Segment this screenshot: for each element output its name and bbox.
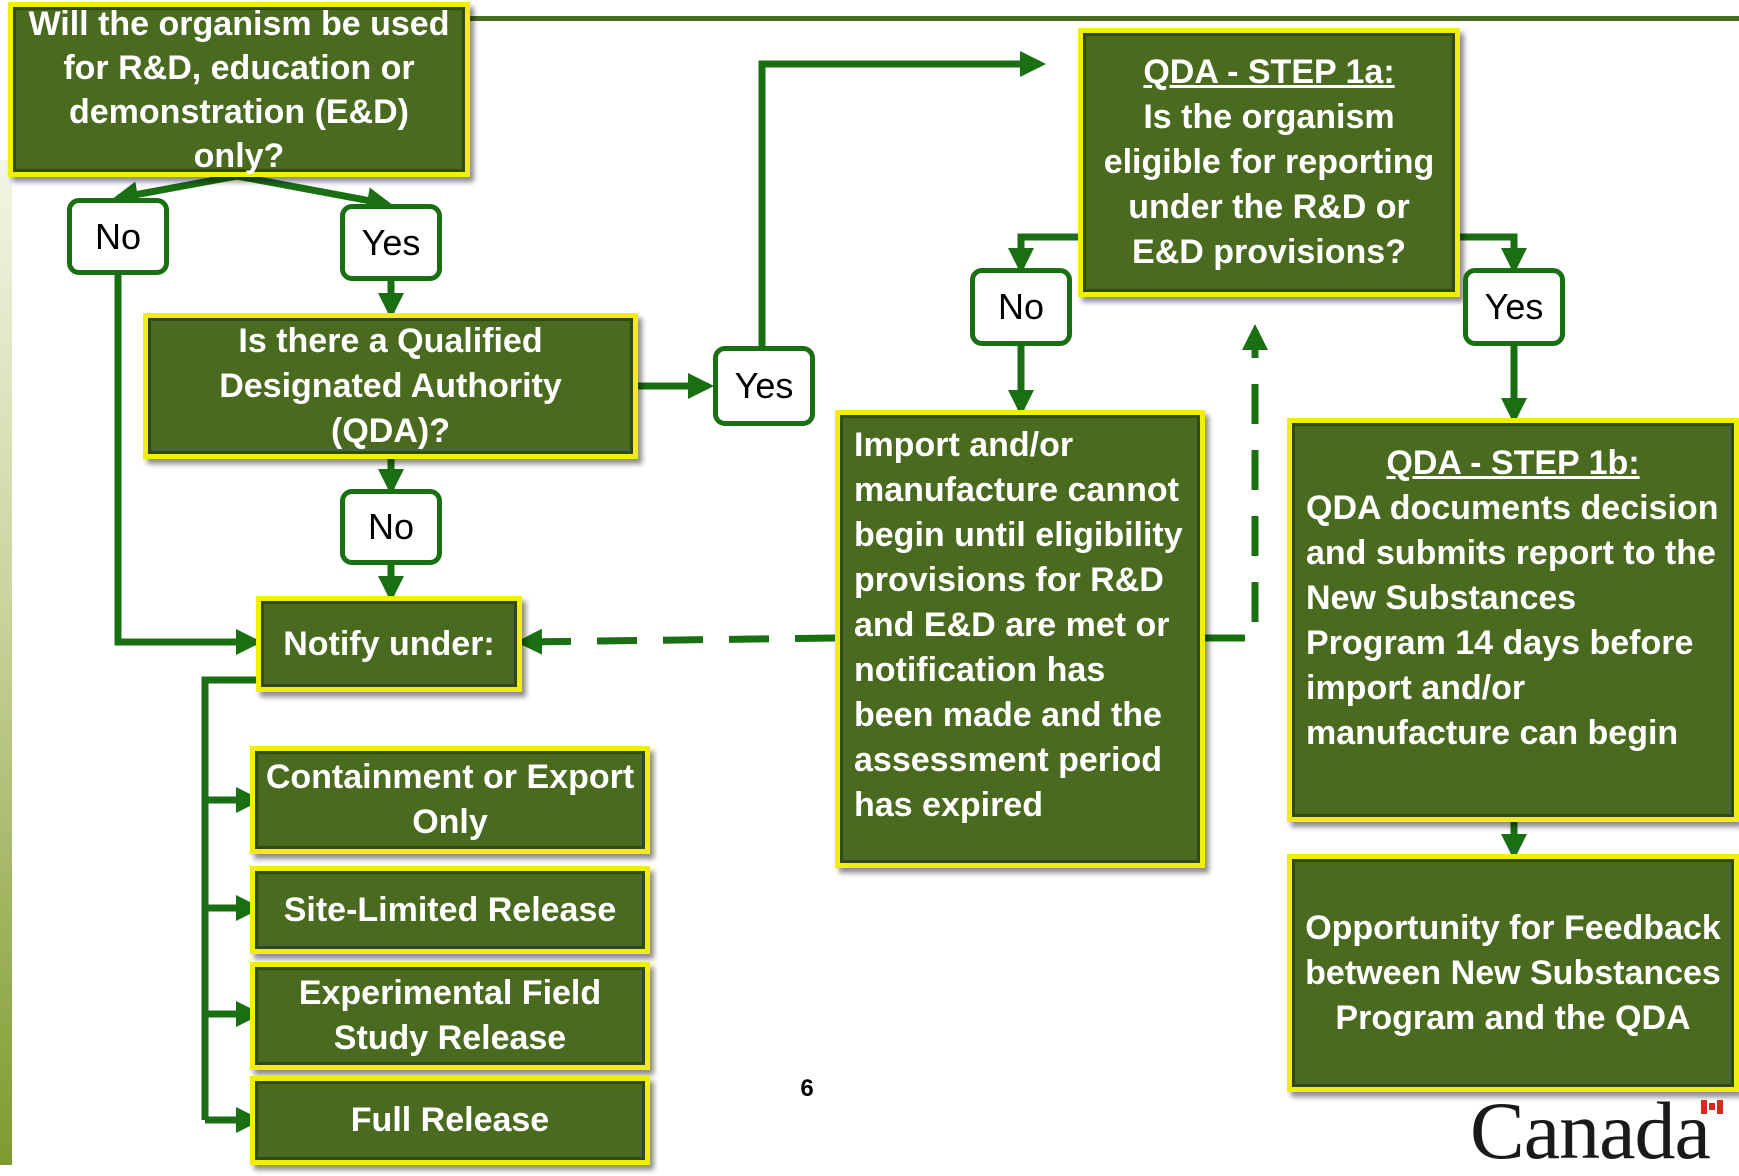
full-release-box: Full Release bbox=[250, 1076, 650, 1165]
canada-flag-icon bbox=[1701, 1100, 1723, 1114]
canada-wordmark: Canada bbox=[1470, 1085, 1711, 1176]
notify-box: Notify under: bbox=[256, 596, 522, 692]
question-qda-box: Is there a Qualified Designated Authorit… bbox=[143, 313, 638, 459]
title-rule bbox=[470, 16, 1739, 21]
label-yes-1: Yes bbox=[340, 204, 442, 281]
label-yes-2: Yes bbox=[713, 346, 815, 426]
label-no-1: No bbox=[67, 198, 169, 275]
step1b-text: QDA documents decision and submits repor… bbox=[1306, 489, 1719, 752]
step1a-text: Is the organism eligible for reporting u… bbox=[1103, 98, 1435, 271]
arrow-yes2-to-step1a bbox=[758, 51, 1046, 346]
notify-branch-bus bbox=[201, 676, 256, 1120]
site-limited-box: Site-Limited Release bbox=[250, 866, 650, 954]
step1b-box: QDA - STEP 1b: QDA documents decision an… bbox=[1287, 418, 1739, 822]
arrow-no1-to-notify bbox=[114, 275, 262, 655]
feedback-box: Opportunity for Feedback between New Sub… bbox=[1287, 854, 1739, 1092]
arrow-step1a-to-no3 bbox=[1008, 233, 1078, 274]
containment-box: Containment or Export Only bbox=[250, 746, 650, 854]
step1a-heading: QDA - STEP 1a: bbox=[1143, 53, 1395, 91]
experimental-box: Experimental Field Study Release bbox=[250, 962, 650, 1070]
dashed-arrow-import-to-step1a bbox=[1205, 324, 1268, 642]
dashed-arrow-import-to-notify bbox=[516, 628, 836, 655]
label-yes-3: Yes bbox=[1463, 268, 1565, 346]
import-wait-box: Import and/or manufacture cannot begin u… bbox=[835, 410, 1205, 868]
left-gradient-strip bbox=[0, 160, 12, 1165]
arrow-step1a-to-yes3 bbox=[1460, 233, 1527, 274]
arrow-to-no1 bbox=[112, 172, 238, 208]
page-number: 6 bbox=[800, 1075, 814, 1102]
arrow-to-yes1 bbox=[236, 172, 393, 214]
question-use-box: Will the organism be used for R&D, educa… bbox=[8, 2, 470, 177]
label-no-2: No bbox=[340, 489, 442, 565]
step1a-box: QDA - STEP 1a: Is the organism eligible … bbox=[1078, 28, 1460, 297]
step1b-heading: QDA - STEP 1b: bbox=[1386, 444, 1640, 482]
label-no-3: No bbox=[970, 268, 1072, 346]
